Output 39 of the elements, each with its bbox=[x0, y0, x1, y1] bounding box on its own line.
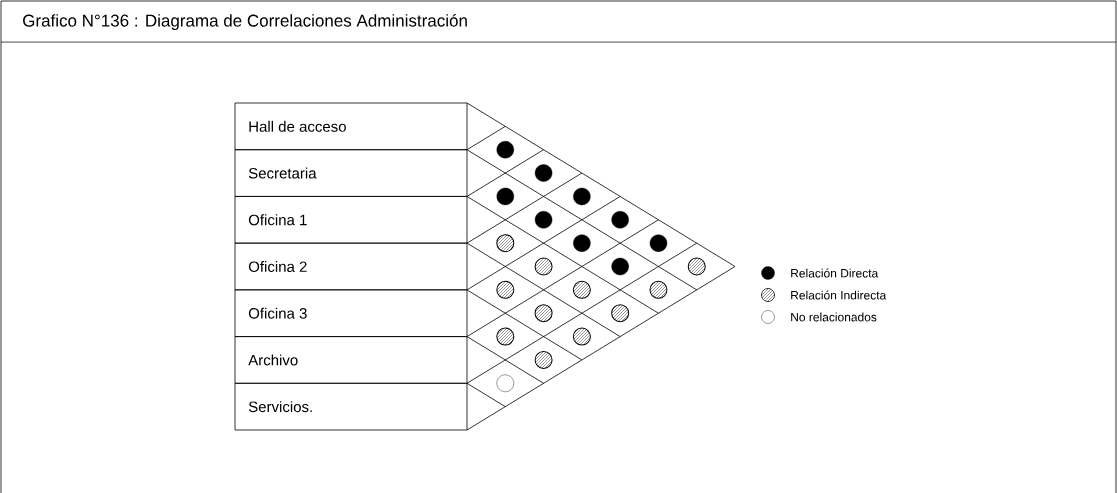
row-box bbox=[234, 149, 468, 197]
row-label: Oficina 2 bbox=[248, 261, 307, 272]
filled-dot bbox=[611, 211, 629, 229]
row-label: Oficina 1 bbox=[248, 214, 307, 226]
row-box bbox=[234, 242, 468, 291]
hatched-circle bbox=[572, 280, 591, 299]
hatched-circle bbox=[534, 257, 553, 276]
row-label: Secretaria bbox=[248, 167, 317, 179]
row-label: Servicios. bbox=[248, 401, 312, 413]
open-circle bbox=[496, 374, 514, 392]
hatched-circle bbox=[496, 327, 515, 346]
row-box bbox=[234, 102, 468, 151]
filled-dot bbox=[573, 234, 591, 252]
hatched-circle bbox=[534, 304, 553, 323]
filled-dot bbox=[649, 234, 668, 252]
hatched-circle bbox=[496, 280, 515, 299]
hatched-circle bbox=[649, 280, 668, 299]
hatched-circle bbox=[687, 257, 706, 276]
row-box bbox=[234, 196, 468, 244]
filled-dot bbox=[534, 164, 553, 182]
row-box bbox=[234, 382, 468, 431]
hatched-circle bbox=[496, 234, 515, 253]
row-box bbox=[234, 336, 468, 384]
row-label: Oficina 3 bbox=[248, 307, 307, 319]
hatched-circle bbox=[572, 327, 591, 346]
legend-text: Relación Indirecta bbox=[791, 290, 887, 300]
legend-text: No relacionados bbox=[791, 312, 877, 322]
hatched-circle bbox=[611, 304, 630, 323]
legend-text: Relación Directa bbox=[791, 268, 879, 278]
filled-dot bbox=[496, 141, 514, 159]
filled-dot bbox=[573, 187, 591, 206]
row-box bbox=[234, 289, 468, 337]
title-text: Grafico N°136 : Diagrama de Correlaciones Administración bbox=[23, 14, 467, 31]
filled-dot bbox=[611, 257, 629, 276]
row-label: Archivo bbox=[248, 354, 298, 366]
filled-dot bbox=[534, 211, 553, 229]
hatched-circle bbox=[534, 350, 553, 369]
row-label: Hall de acceso bbox=[249, 120, 346, 132]
filled-dot bbox=[496, 187, 514, 206]
